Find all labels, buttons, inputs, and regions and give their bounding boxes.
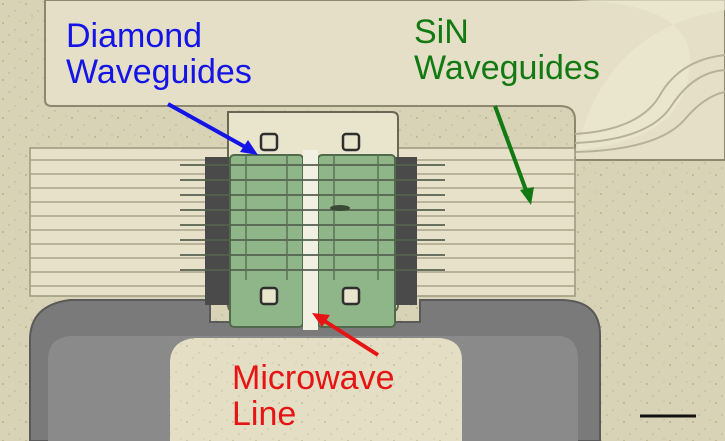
diamond-arrow (167, 102, 258, 155)
alignment-markers (259, 132, 361, 306)
sin-waveguides-label: SiN Waveguides (414, 14, 600, 86)
microwave-arrow (312, 313, 380, 357)
diamond-waveguides-label: Diamond Waveguides (66, 18, 252, 90)
curved-waveguides (574, 54, 725, 153)
sin-label-line2: Waveguides (414, 49, 600, 87)
microwave-line-label: Microwave Line (232, 360, 394, 432)
microwave-label-line2: Line (232, 395, 297, 433)
right-dark-region (392, 157, 417, 305)
diamond-label-line1: Diamond (66, 17, 203, 55)
sin-label-line1: SiN (414, 13, 469, 51)
diamond-waveguides (180, 164, 445, 271)
diamond-label-line2: Waveguides (66, 53, 252, 91)
microwave-label-line1: Microwave (232, 359, 395, 397)
sin-arrow (493, 105, 534, 205)
top-cladding-region (44, 0, 725, 161)
